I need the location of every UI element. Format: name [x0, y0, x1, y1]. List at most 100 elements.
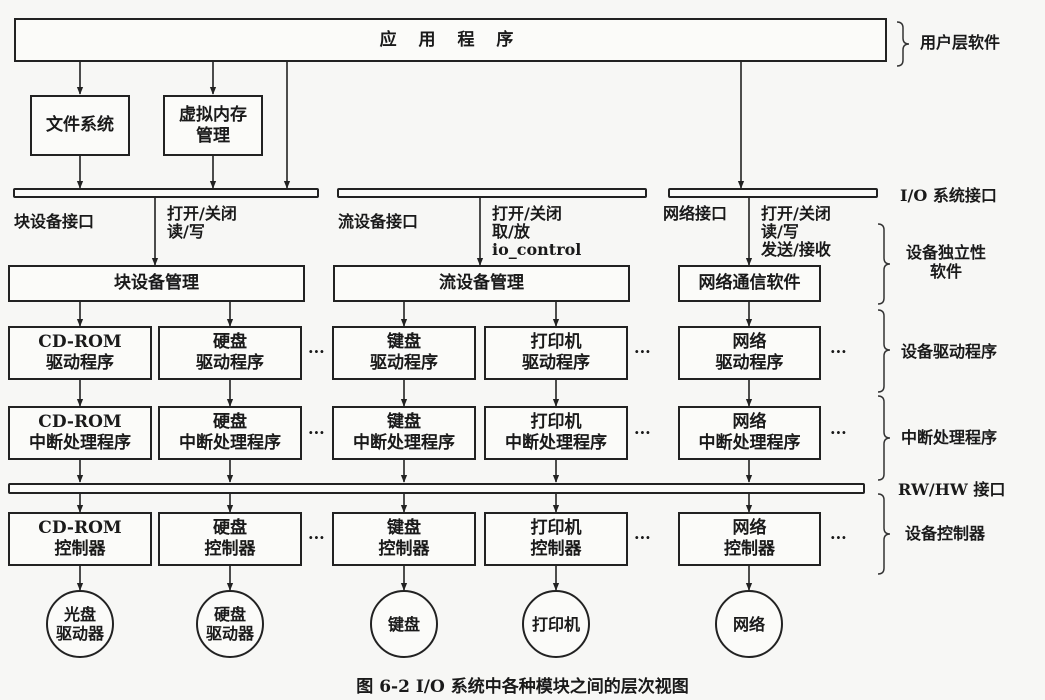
controller-device-name: 网络 — [732, 518, 767, 538]
controller-device-name: 硬盘 — [213, 518, 247, 538]
virtual-memory-label-1: 虚拟内存 — [179, 104, 247, 125]
controller-box-network: 网络 控制器 — [678, 512, 821, 566]
rw-hw-interface-bar — [8, 483, 865, 494]
interrupt-device-name: 键盘 — [387, 412, 421, 432]
driver-label: 驱动程序 — [196, 353, 264, 373]
ellipsis: ··· — [308, 342, 325, 361]
driver-label: 驱动程序 — [46, 353, 114, 373]
layer-device-driver: 设备驱动程序 — [901, 342, 998, 361]
application-label: 应 用 程 序 — [379, 29, 522, 50]
controller-device-name: 键盘 — [387, 518, 421, 538]
layer-device-controller: 设备控制器 — [905, 524, 986, 543]
interrupt-device-name: CD-ROM — [38, 412, 122, 432]
driver-box-keyboard: 键盘 驱动程序 — [332, 326, 476, 380]
stream-ops: 打开/关闭 取/放 io_control — [492, 205, 581, 259]
stream-op-open-close: 打开/关闭 — [492, 204, 562, 223]
network-interface-label: 网络接口 — [663, 204, 728, 223]
ellipsis: ··· — [634, 342, 651, 361]
controller-label: 控制器 — [378, 539, 430, 559]
device-hard-drive: 硬盘 驱动器 — [196, 590, 264, 658]
driver-device-name: 打印机 — [530, 332, 582, 352]
controller-device-name: 打印机 — [530, 518, 582, 538]
device-keyboard: 键盘 — [370, 590, 438, 658]
interrupt-box-keyboard: 键盘 中断处理程序 — [332, 406, 476, 460]
device-printer: 打印机 — [522, 590, 590, 658]
device-label: 键盘 — [387, 614, 420, 634]
network-software-label: 网络通信软件 — [698, 273, 801, 293]
ellipsis: ··· — [634, 423, 651, 442]
ellipsis: ··· — [830, 528, 847, 547]
controller-box-harddisk: 硬盘 控制器 — [158, 512, 302, 566]
network-software-box: 网络通信软件 — [678, 265, 821, 302]
driver-box-printer: 打印机 驱动程序 — [484, 326, 628, 380]
driver-device-name: CD-ROM — [38, 332, 122, 352]
layer-io-interface: I/O 系统接口 — [900, 186, 997, 205]
stream-interface-label: 流设备接口 — [338, 212, 419, 231]
brace-device-independent — [877, 223, 891, 305]
block-ops: 打开/关闭 读/写 — [167, 205, 237, 241]
brace-device-driver — [877, 309, 891, 393]
stream-op-get-put: 取/放 — [492, 222, 530, 241]
device-label: 光盘 — [63, 605, 96, 624]
block-op-open-close: 打开/关闭 — [167, 204, 237, 223]
interrupt-label: 中断处理程序 — [353, 433, 455, 453]
driver-label: 驱动程序 — [715, 353, 784, 373]
network-interface-bar — [668, 188, 878, 198]
brace-controller — [877, 493, 891, 575]
block-interface-label: 块设备接口 — [14, 212, 95, 231]
network-op-send-receive: 发送/接收 — [761, 240, 831, 259]
interrupt-box-printer: 打印机 中断处理程序 — [484, 406, 628, 460]
brace-interrupt — [877, 395, 891, 481]
driver-device-name: 网络 — [732, 332, 767, 352]
controller-box-cdrom: CD-ROM 控制器 — [8, 512, 152, 566]
interrupt-device-name: 硬盘 — [213, 412, 247, 432]
layer-user-software: 用户层软件 — [920, 33, 1001, 52]
block-op-read-write: 读/写 — [167, 222, 205, 241]
driver-device-name: 键盘 — [387, 332, 421, 352]
file-system-label: 文件系统 — [46, 115, 114, 135]
stream-interface-bar — [337, 188, 647, 198]
stream-device-manager-label: 流设备管理 — [439, 273, 524, 293]
device-label: 硬盘 — [213, 605, 246, 624]
stream-op-io-control: io_control — [492, 240, 582, 259]
ellipsis: ··· — [830, 423, 847, 442]
ellipsis: ··· — [308, 528, 325, 547]
file-system-box: 文件系统 — [30, 95, 130, 156]
controller-device-name: CD-ROM — [38, 518, 122, 538]
network-op-read-write: 读/写 — [761, 222, 799, 241]
controller-box-printer: 打印机 控制器 — [484, 512, 628, 566]
layer-device-independent-1: 设备独立性 — [906, 243, 987, 262]
brace-user — [896, 21, 910, 67]
ellipsis: ··· — [634, 528, 651, 547]
layer-interrupt-handler: 中断处理程序 — [901, 428, 998, 447]
interrupt-box-network: 网络 中断处理程序 — [678, 406, 821, 460]
driver-label: 驱动程序 — [370, 353, 438, 373]
controller-label: 控制器 — [530, 539, 582, 559]
virtual-memory-box: 虚拟内存 管理 — [163, 95, 263, 156]
block-device-manager-box: 块设备管理 — [8, 265, 305, 302]
virtual-memory-label-2: 管理 — [196, 125, 230, 146]
layer-rw-hw-interface: RW/HW 接口 — [898, 480, 1006, 499]
controller-label: 控制器 — [54, 539, 106, 559]
interrupt-device-name: 网络 — [732, 412, 767, 432]
device-optical-drive: 光盘 驱动器 — [46, 590, 114, 658]
device-label: 驱动器 — [55, 624, 104, 643]
driver-box-harddisk: 硬盘 驱动程序 — [158, 326, 302, 380]
controller-box-keyboard: 键盘 控制器 — [332, 512, 476, 566]
driver-label: 驱动程序 — [522, 353, 590, 373]
application-box: 应 用 程 序 — [14, 18, 887, 62]
block-device-manager-label: 块设备管理 — [114, 273, 199, 293]
ellipsis: ··· — [830, 342, 847, 361]
driver-device-name: 硬盘 — [213, 332, 247, 352]
device-label: 驱动器 — [205, 624, 254, 643]
device-label: 打印机 — [531, 614, 580, 634]
controller-label: 控制器 — [724, 539, 775, 559]
driver-box-cdrom: CD-ROM 驱动程序 — [8, 326, 152, 380]
interrupt-label: 中断处理程序 — [179, 433, 281, 453]
figure-caption: 图 6-2 I/O 系统中各种模块之间的层次视图 — [356, 677, 689, 697]
ellipsis: ··· — [308, 423, 325, 442]
network-op-open-close: 打开/关闭 — [761, 204, 831, 223]
interrupt-box-cdrom: CD-ROM 中断处理程序 — [8, 406, 152, 460]
